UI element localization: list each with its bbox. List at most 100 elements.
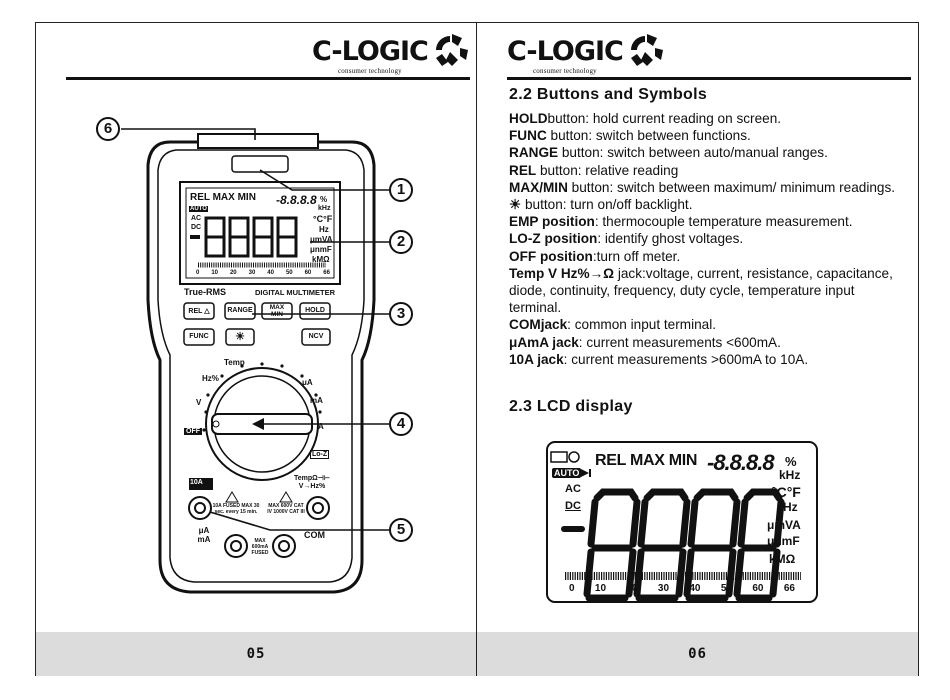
item-key: EMP position bbox=[509, 214, 595, 230]
bar-tick-label: 60 bbox=[304, 270, 312, 276]
dial-v-label: V bbox=[196, 398, 202, 407]
item-key: FUNC bbox=[509, 128, 547, 144]
bar-tick-label: 30 bbox=[657, 583, 670, 594]
lcd-top-row: REL MAX MIN bbox=[595, 452, 698, 469]
lcd-cap-units: μnmF bbox=[310, 245, 332, 254]
max-min-button[interactable]: MAX MIN bbox=[269, 304, 285, 318]
item-text: button: relative reading bbox=[536, 162, 679, 178]
bar-tick-label: 10 bbox=[211, 270, 218, 276]
brand-name: C-LOGIC bbox=[312, 36, 429, 67]
hold-button[interactable]: HOLD bbox=[305, 307, 325, 314]
lcd-temp-units: °C°F bbox=[313, 214, 333, 224]
brand-tagline: consumer technology bbox=[338, 67, 402, 75]
header-rule bbox=[66, 77, 470, 80]
item-key: HOLD bbox=[509, 111, 548, 126]
item-key: OFF position bbox=[509, 248, 593, 264]
section-heading-buttons: 2.2 Buttons and Symbols bbox=[509, 86, 708, 103]
lcd-top-row: REL MAX MIN bbox=[190, 192, 256, 203]
bar-tick-label: 50 bbox=[285, 270, 293, 276]
item-text: button: hold current reading on screen. bbox=[547, 111, 782, 126]
true-rms-label: True-RMS bbox=[184, 287, 227, 297]
jack-10a-note: 10A FUSED MAX 30 sec. every 15 min. bbox=[212, 503, 260, 515]
lcd-ac: AC bbox=[191, 215, 202, 222]
logo-mark-icon bbox=[631, 34, 663, 66]
list-item: MAX/MIN button: switch between maximum/ … bbox=[509, 179, 909, 196]
brand-logo: C-LOGIC consumer technology bbox=[312, 30, 472, 80]
item-text: : current measurements >600mA to 10A. bbox=[563, 351, 809, 367]
brand-logo-right: C-LOGIC consumer technology bbox=[507, 30, 667, 80]
dial-off-label: OFF bbox=[184, 428, 202, 435]
callout-3: 3 bbox=[389, 302, 413, 326]
bar-tick-label: 20 bbox=[229, 270, 237, 276]
item-text: :turn off meter. bbox=[592, 248, 681, 264]
lcd-khz: kHz bbox=[779, 468, 801, 482]
ncv-button[interactable]: NCV bbox=[308, 333, 324, 340]
item-key: MAX/MIN bbox=[509, 179, 568, 195]
logo-mark-icon bbox=[436, 34, 468, 66]
item-key: COMjack bbox=[509, 317, 568, 333]
jack-com-label: COM bbox=[304, 530, 325, 540]
item-text: : common input terminal. bbox=[567, 317, 717, 333]
lcd-ohm-units: kMΩ bbox=[312, 255, 330, 264]
list-item: HOLDbutton: hold current reading on scre… bbox=[509, 110, 909, 127]
item-text: : current measurements <600mA. bbox=[578, 334, 781, 350]
bar-tick-label: 20 bbox=[626, 583, 638, 594]
item-text: : thermocouple temperature measurement. bbox=[594, 214, 853, 230]
dial-loz-label: Lo-Z bbox=[310, 450, 330, 459]
lcd-small-digits: -8.8.8.8 bbox=[707, 450, 775, 475]
dial-ua-label: μA bbox=[302, 378, 313, 387]
dial-hz-label: Hz% bbox=[202, 374, 219, 383]
list-item: 10A jack: current measurements >600mA to… bbox=[509, 351, 909, 368]
callout-5: 5 bbox=[389, 518, 413, 542]
lcd-bar-scale: 0 10 20 30 40 50 60 66 bbox=[196, 270, 330, 276]
lcd-dc: DC bbox=[565, 500, 581, 512]
bar-tick-label: 40 bbox=[689, 583, 701, 594]
jack-temp-label: TempΩ⊣⊢ V→Hz% bbox=[294, 475, 330, 490]
list-item: RANGE button: switch between auto/manual… bbox=[509, 144, 909, 161]
list-item: μAmA jack: current measurements <600mA. bbox=[509, 334, 909, 351]
right-footer: 06 bbox=[477, 632, 918, 676]
bar-tick-label: 66 bbox=[783, 583, 795, 594]
lcd-small-digits: -8.8.8.8 bbox=[276, 193, 317, 207]
lcd-voltage-units: μmVA bbox=[310, 235, 333, 244]
item-text: button: switch between functions. bbox=[546, 128, 751, 144]
lcd-diagram: REL MAX MIN -8.8.8.8 % kHz AUTO AC DC °C… bbox=[545, 440, 819, 604]
lcd-khz: kHz bbox=[318, 205, 331, 212]
buttons-symbols-list: HOLDbutton: hold current reading on scre… bbox=[509, 110, 909, 368]
item-text: : identify ghost voltages. bbox=[597, 231, 744, 247]
bar-tick-label: 40 bbox=[267, 270, 274, 276]
range-button[interactable]: RANGE bbox=[227, 307, 253, 314]
item-key: Temp V Hz%→Ω bbox=[509, 265, 615, 281]
jack-10a-label: 10A bbox=[190, 479, 203, 486]
lcd-bar-scale: 0 10 20 30 40 50 60 66 bbox=[569, 583, 795, 594]
bar-tick-label: 66 bbox=[323, 270, 330, 276]
callout-1: 1 bbox=[389, 178, 413, 202]
backlight-icon: ☀ bbox=[509, 197, 522, 213]
dial-a-label: A bbox=[318, 422, 324, 431]
item-text: jack:voltage, current, resistance, capac… bbox=[509, 265, 893, 316]
lcd-dc: DC bbox=[191, 224, 202, 231]
lcd-auto: AUTO bbox=[189, 206, 208, 212]
item-key: LO-Z position bbox=[509, 231, 598, 247]
item-key: RANGE bbox=[509, 145, 559, 161]
lcd-frame-drawing bbox=[546, 441, 818, 603]
bar-tick-label: 10 bbox=[594, 583, 607, 594]
rel-button[interactable]: REL △ bbox=[188, 308, 210, 315]
left-footer: 05 bbox=[36, 632, 476, 676]
jack-max-note: MAX 600V CAT IV 1000V CAT III bbox=[267, 503, 305, 515]
lcd-percent: % bbox=[785, 454, 797, 469]
callout-4: 4 bbox=[389, 412, 413, 436]
backlight-button[interactable]: ☀ bbox=[235, 331, 245, 343]
header-rule-right bbox=[507, 77, 911, 80]
func-button[interactable]: FUNC bbox=[189, 333, 209, 340]
item-text: button: switch between maximum/ minimum … bbox=[567, 179, 896, 195]
model-label: DIGITAL MULTIMETER bbox=[255, 288, 335, 297]
callout-6: 6 bbox=[96, 117, 120, 141]
bar-tick-label: 60 bbox=[752, 583, 764, 594]
jack-ua-ma-label: μA mA bbox=[197, 526, 211, 544]
item-key: REL bbox=[509, 162, 537, 178]
multimeter-figure: REL MAX MIN -8.8.8.8 % kHz AUTO AC DC °C… bbox=[0, 0, 475, 632]
item-text: button: switch between auto/manual range… bbox=[558, 145, 828, 161]
list-item: FUNC button: switch between functions. bbox=[509, 127, 909, 144]
lcd-percent: % bbox=[320, 195, 328, 204]
